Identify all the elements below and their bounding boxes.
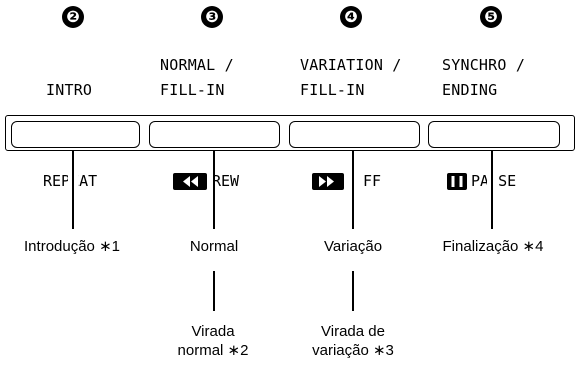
leader-line-3 bbox=[352, 151, 354, 229]
variation-description: Variação bbox=[323, 238, 383, 255]
intro-label: INTRO bbox=[46, 81, 93, 99]
variation-fill-in-button[interactable] bbox=[289, 121, 420, 148]
variation-fill-in-label-line1: VARIATION / bbox=[300, 56, 402, 74]
normal-fill-in-description: Virada normal ∗2 bbox=[177, 323, 249, 359]
normal-fill-in-label-line2: FILL-IN bbox=[160, 81, 225, 99]
ff-label: FF bbox=[363, 172, 382, 190]
rew-label: REW bbox=[212, 172, 240, 190]
intro-button[interactable] bbox=[11, 121, 140, 148]
synchro-ending-label-line1: SYNCHRO / bbox=[442, 56, 526, 74]
leader-line-1 bbox=[72, 151, 74, 229]
leader-line-3b bbox=[352, 271, 354, 311]
marker-2: ❷ bbox=[62, 6, 84, 28]
fast-forward-icon bbox=[312, 173, 344, 195]
pause-icon bbox=[447, 173, 467, 195]
button-panel bbox=[5, 115, 575, 151]
intro-description: Introdução ∗1 bbox=[24, 238, 120, 255]
variation-fill-in-description: Virada de variação ∗3 bbox=[312, 323, 394, 359]
synchro-ending-button[interactable] bbox=[428, 121, 560, 148]
marker-3: ❸ bbox=[201, 6, 223, 28]
synchro-ending-label-line2: ENDING bbox=[442, 81, 498, 99]
normal-fill-in-button[interactable] bbox=[149, 121, 280, 148]
normal-description: Normal bbox=[189, 238, 239, 255]
leader-line-2b bbox=[213, 271, 215, 311]
variation-fill-in-label-line2: FILL-IN bbox=[300, 81, 365, 99]
rewind-icon bbox=[173, 173, 207, 195]
leader-line-2 bbox=[213, 151, 215, 229]
normal-fill-in-label-line1: NORMAL / bbox=[160, 56, 234, 74]
leader-line-4 bbox=[491, 151, 493, 229]
marker-5: ❺ bbox=[480, 6, 502, 28]
ending-description: Finalização ∗4 bbox=[442, 238, 544, 255]
marker-4: ❹ bbox=[340, 6, 362, 28]
